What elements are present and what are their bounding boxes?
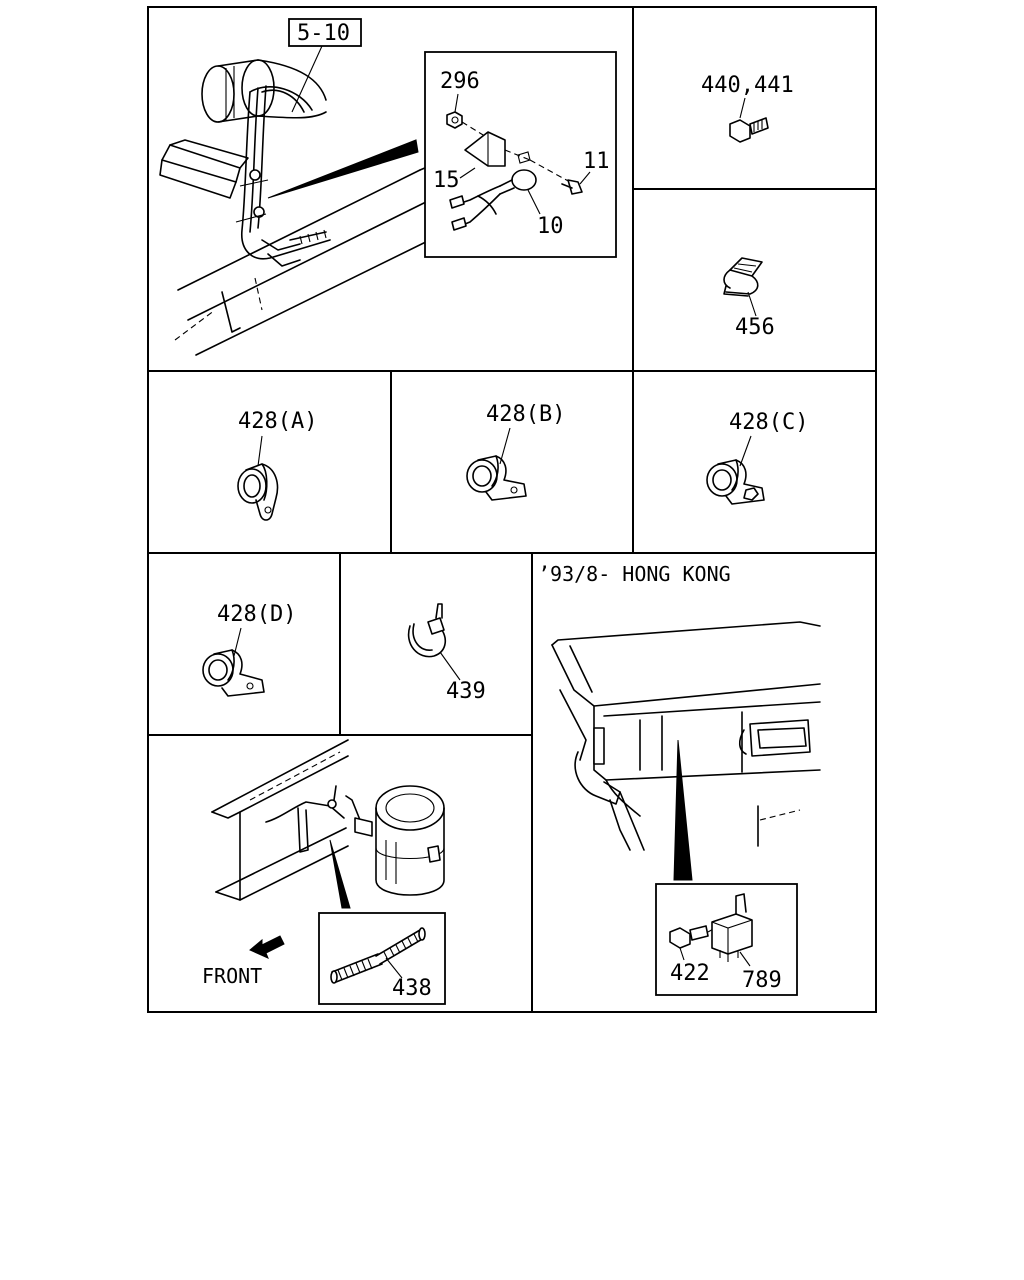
label-438: 438 — [392, 976, 432, 1001]
clip-428d-drawing — [202, 649, 265, 697]
label-11: 11 — [583, 149, 610, 174]
frame-member-drawing — [159, 139, 441, 356]
dashboard-drawing — [551, 621, 821, 851]
panel-bolt: 440,441 — [701, 73, 794, 143]
label-789: 789 — [742, 968, 782, 993]
panel-clip-428c: 428(C) — [706, 410, 808, 505]
leader-wedge-438 — [329, 839, 351, 909]
label-456: 456 — [735, 315, 775, 340]
leader-wedge — [267, 139, 419, 199]
panel-clip-428b: 428(B) — [466, 402, 565, 501]
panel-grid — [147, 6, 877, 1013]
label-428c: 428(C) — [729, 410, 808, 435]
leader-wedge-relay — [673, 739, 693, 881]
bolt-drawing — [729, 117, 769, 143]
label-440-441: 440,441 — [701, 73, 794, 98]
label-439: 439 — [446, 679, 486, 704]
wire-harness-drawing — [235, 85, 331, 267]
panel-relay-hong-kong: ’93/8- HONG KONG — [538, 562, 821, 996]
relay-detail-drawing — [669, 893, 753, 962]
label-428d: 428(D) — [217, 602, 296, 627]
clip-456-drawing — [723, 257, 763, 297]
label-428b: 428(B) — [486, 402, 565, 427]
label-296: 296 — [440, 69, 480, 94]
ref-box — [288, 18, 362, 47]
clip-428a-drawing — [237, 463, 279, 521]
label-428a: 428(A) — [238, 409, 317, 434]
clip-428c-drawing — [706, 459, 765, 505]
caption-hong-kong: ’93/8- HONG KONG — [538, 562, 731, 586]
ref-box-label: 5-10 — [297, 21, 350, 46]
label-front: FRONT — [202, 964, 262, 988]
panel-tie-439: 439 — [407, 603, 486, 704]
panel-clip-456: 456 — [723, 257, 775, 340]
tank-drawing — [201, 59, 327, 123]
label-422: 422 — [670, 961, 710, 986]
panel-clip-428d: 428(D) — [202, 602, 296, 697]
panel-front-frame: FRONT 438 — [202, 739, 446, 1005]
tie-439-drawing — [407, 603, 447, 658]
front-arrow — [249, 935, 285, 959]
label-15: 15 — [433, 168, 460, 193]
clip-428b-drawing — [466, 455, 527, 501]
panel-clip-428a: 428(A) — [237, 409, 317, 521]
panel-harness-overview: 5-10 — [159, 18, 617, 356]
frame-rail-drawing — [211, 739, 445, 901]
label-10: 10 — [537, 214, 564, 239]
